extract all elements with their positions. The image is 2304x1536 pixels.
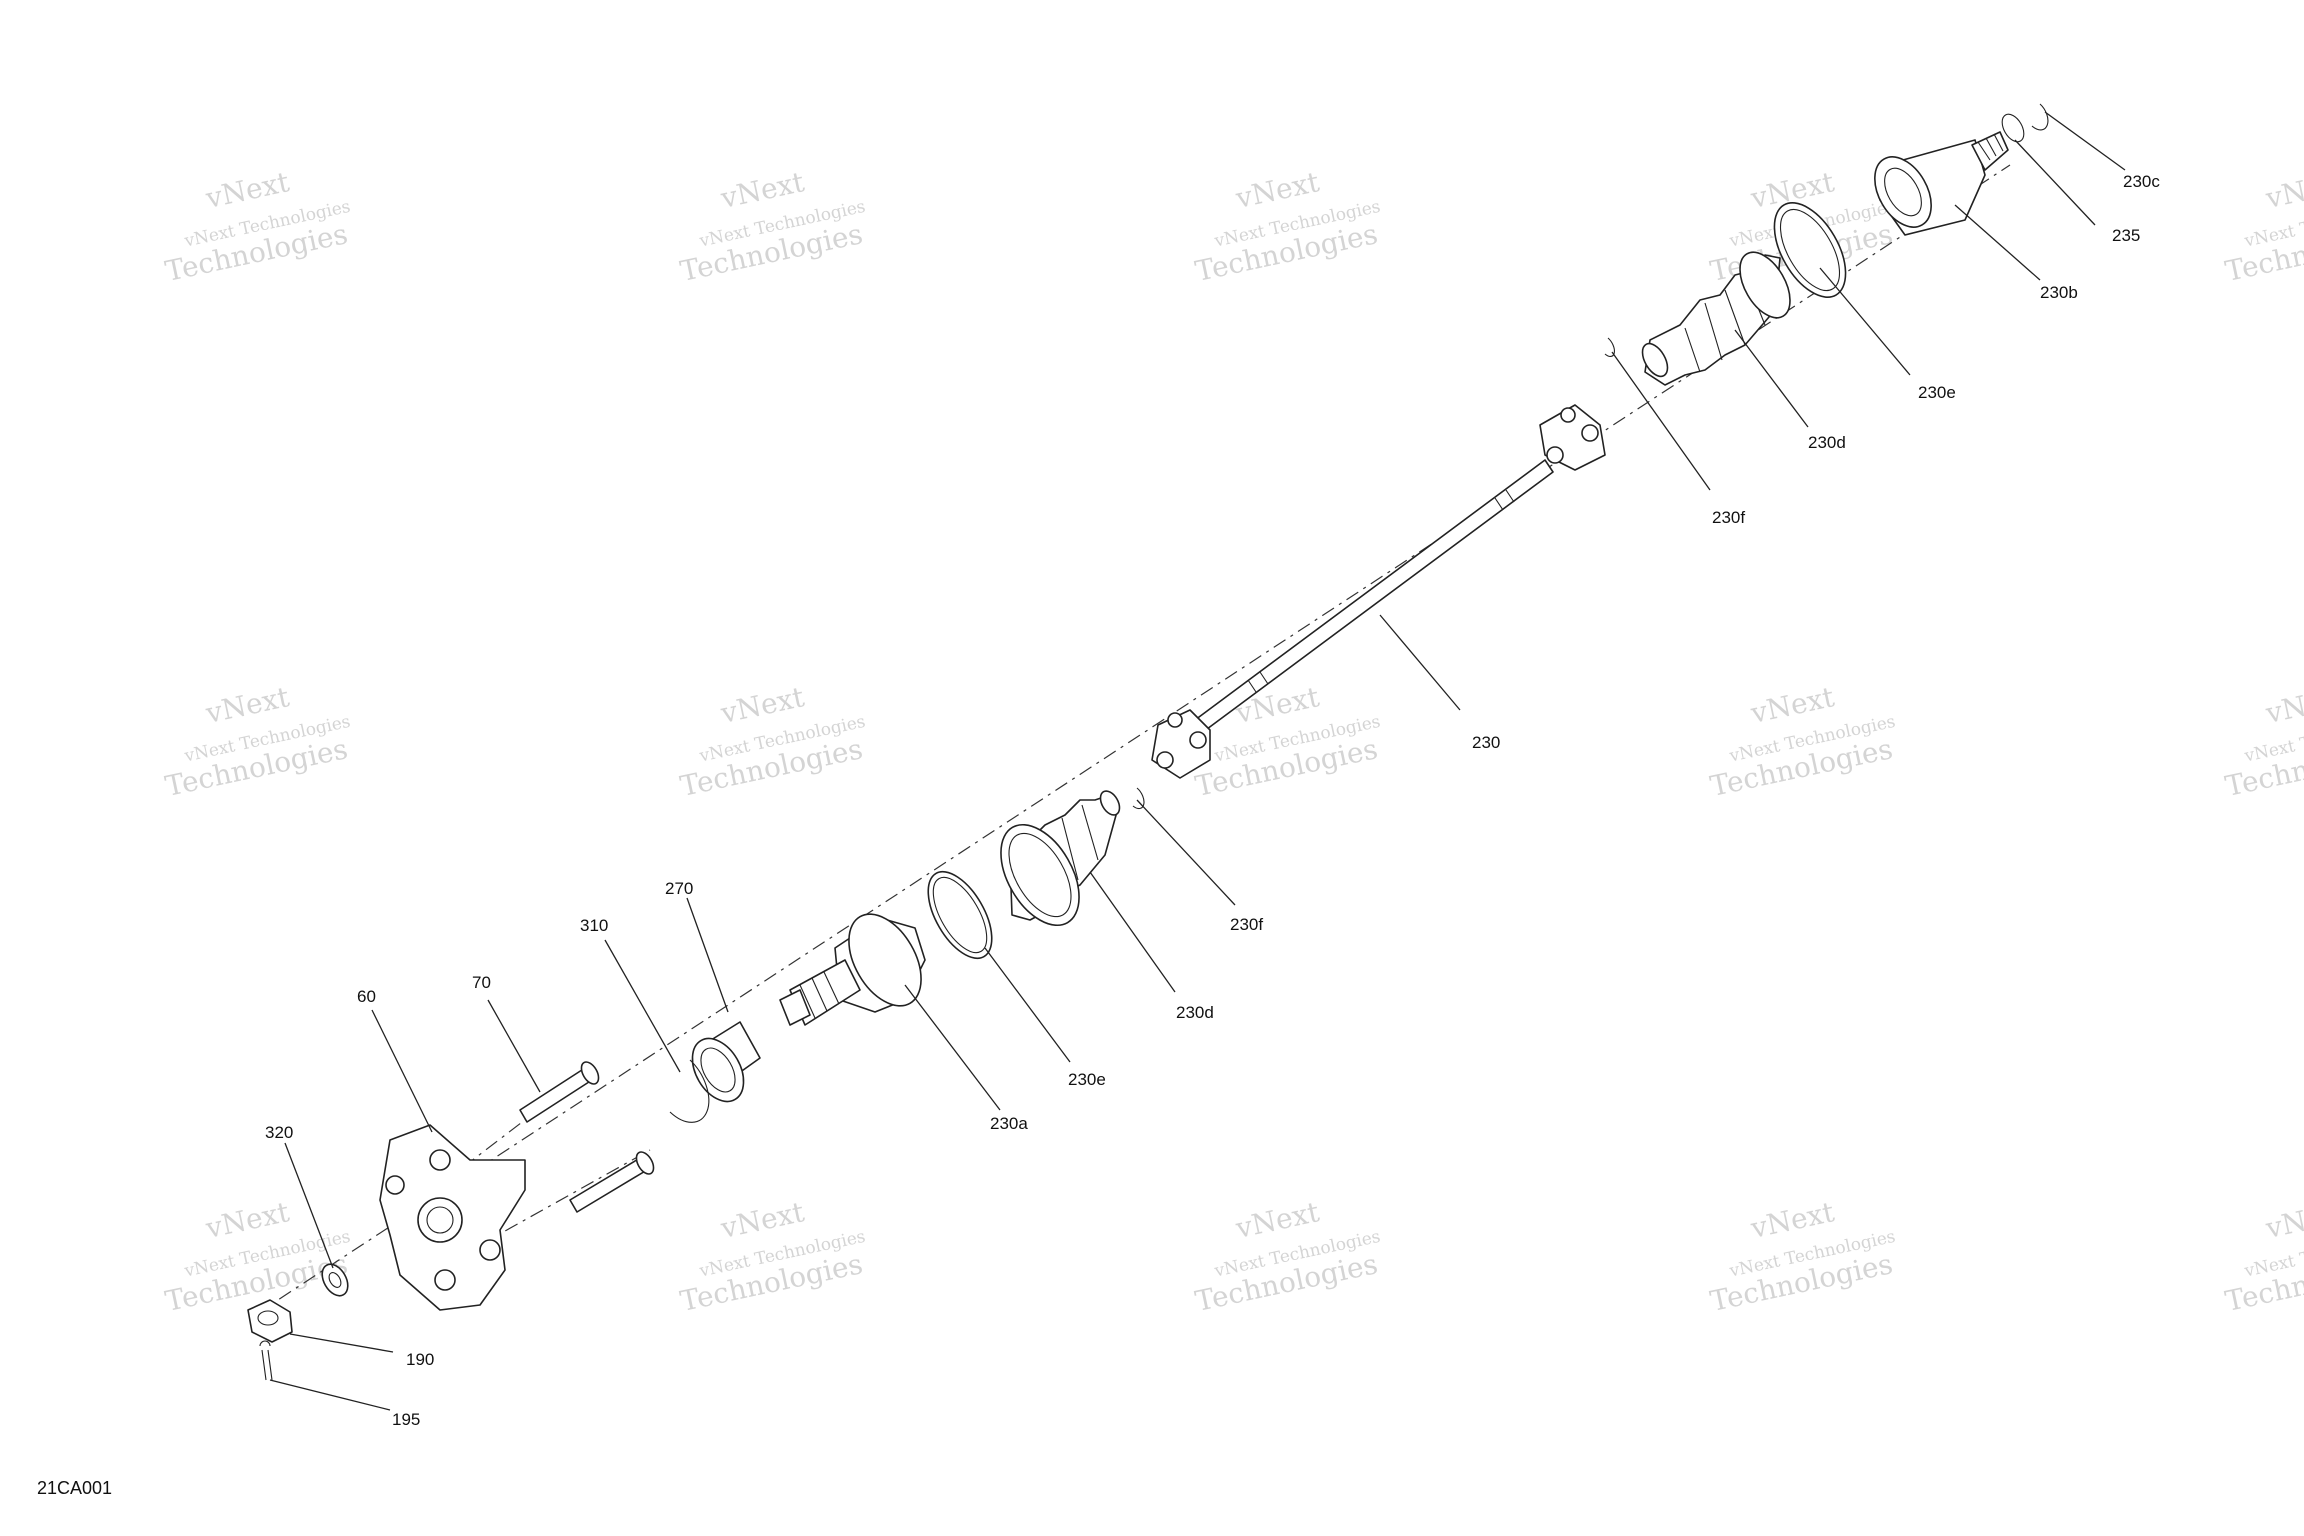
label-60: 60: [357, 987, 376, 1006]
watermark-brand: vNext: [202, 1195, 293, 1245]
watermark-brand: vNext: [2262, 1195, 2304, 1245]
watermark-brand: vNext: [1232, 165, 1323, 215]
callout-labels: 230c 235 230b 230e 230d 230f 230 230f 23…: [265, 172, 2160, 1429]
label-230f-top: 230f: [1712, 508, 1745, 527]
clamp-230e-top: [1773, 202, 1847, 298]
label-230c: 230c: [2123, 172, 2160, 191]
watermark-brand: vNext: [1747, 680, 1838, 730]
label-230d-top: 230d: [1808, 433, 1846, 452]
snap-ring-235: [2001, 113, 2025, 143]
wheel-stud-70-lower: [569, 1151, 655, 1213]
label-230d-mid: 230d: [1176, 1003, 1214, 1022]
watermark-brand: vNext: [2262, 680, 2304, 730]
label-230e-mid: 230e: [1068, 1070, 1106, 1089]
wheel-stud-70-upper: [519, 1061, 600, 1123]
watermark-brand: vNext: [717, 165, 808, 215]
watermark-brand: vNext: [717, 680, 808, 730]
diagram-code: 21CA001: [37, 1478, 112, 1498]
watermark-brand: vNext: [1232, 1195, 1323, 1245]
watermark-brand: vNext: [1747, 1195, 1838, 1245]
cotter-pin-195: [259, 1340, 273, 1381]
boot-230d-mid: [1000, 790, 1121, 927]
label-230b: 230b: [2040, 283, 2078, 302]
castle-nut-190: [247, 1299, 293, 1343]
bearing-270: [691, 1021, 761, 1103]
circlip-230f-mid: [1132, 787, 1145, 810]
watermark-brand: vNext: [717, 1195, 808, 1245]
washer-320: [321, 1263, 349, 1297]
clamp-230e-mid: [927, 870, 993, 960]
outer-cv-joint-230a: [779, 913, 926, 1026]
bolt-axis-lower: [479, 1149, 651, 1246]
label-320: 320: [265, 1123, 293, 1142]
label-190: 190: [406, 1350, 434, 1369]
label-270: 270: [665, 879, 693, 898]
wheel-hub-60: [379, 1124, 526, 1311]
label-235: 235: [2112, 226, 2140, 245]
leader-lines: [269, 111, 2126, 1411]
label-310: 310: [580, 916, 608, 935]
retaining-ring-310: [669, 1059, 710, 1123]
label-230: 230: [1472, 733, 1500, 752]
drive-shaft-230: [1151, 404, 1606, 779]
label-230e-top: 230e: [1918, 383, 1956, 402]
label-70: 70: [472, 973, 491, 992]
inner-cv-joint-230b: [1874, 131, 2009, 236]
watermark-brand: vNext: [202, 680, 293, 730]
watermark-brand: vNext: [202, 165, 293, 215]
label-195: 195: [392, 1410, 420, 1429]
circlip-230f-top: [1604, 337, 1615, 357]
label-230a: 230a: [990, 1114, 1028, 1133]
boot-230d-top: [1641, 251, 1791, 386]
watermark-brand: vNext: [2262, 165, 2304, 215]
label-230f-mid: 230f: [1230, 915, 1263, 934]
retaining-ring-230c: [2031, 103, 2049, 131]
